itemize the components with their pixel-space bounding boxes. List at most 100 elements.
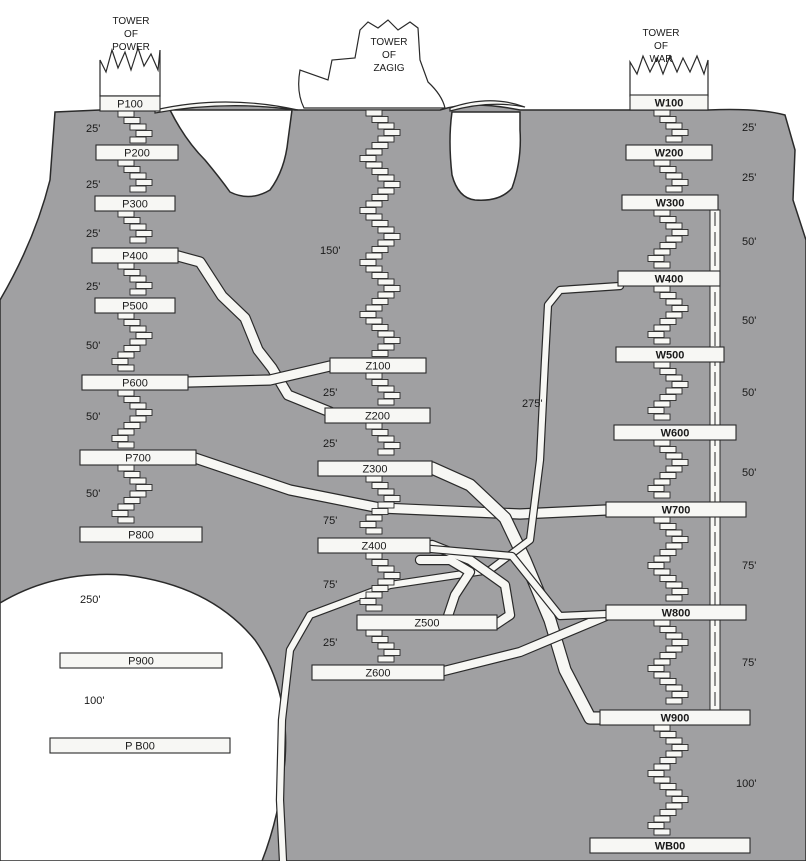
tunnel-z600-w800-fill [436,612,610,676]
distance-long-tunnel: 275' [522,398,542,410]
stairs-war-4 [647,285,689,345]
level-wb00-label: WB00 [655,841,686,853]
stairs-zagig-1 [365,372,401,406]
level-w600: W600 [613,424,737,441]
distance-w300-w400: 50' [742,236,756,248]
distance-w200-w300: 25' [742,172,756,184]
stairs-power-5 [111,312,153,372]
distance-p500-p600: 50' [86,340,100,352]
distance-p300-p400: 25' [86,228,100,240]
distance-z300-z400: 75' [323,515,337,527]
tower-of-zagig-title-line-2: OF [382,50,396,61]
tower-of-power-crown [99,46,161,97]
level-w300-label: W300 [656,198,685,210]
level-wb00: WB00 [589,837,751,854]
level-w900: W900 [599,709,751,726]
level-w300: W300 [621,194,719,211]
level-w400: W400 [617,270,721,287]
tower-of-war-crown [629,54,709,97]
distance-w500-w600: 50' [742,387,756,399]
stairs-power-2 [117,159,153,193]
distance-w800-w900: 75' [742,657,756,669]
level-p600: P600 [81,374,189,391]
surface-notch-left [168,109,293,198]
tunnel-p600-z100-fill [183,361,335,387]
stairs-war-6 [647,439,689,499]
level-w200-label: W200 [655,148,684,160]
level-w700: W700 [605,501,747,518]
level-z500-label: Z500 [414,618,439,630]
level-z400-label: Z400 [361,541,386,553]
level-pb00: P B00 [49,737,231,754]
distance-p600-p700: 50' [86,411,100,423]
tower-of-war-title-line-3: WAR [650,54,673,65]
level-p800-label: P800 [128,530,154,542]
distance-z400-z500: 75' [323,579,337,591]
level-z400: Z400 [317,537,431,554]
distance-p700-p800: 50' [86,488,100,500]
level-p400-label: P400 [122,251,148,263]
level-pb00-label: P B00 [125,741,155,753]
tower-of-war-title-line-1: TOWER [642,28,679,39]
level-p900-label: P900 [128,656,154,668]
level-w400-label: W400 [655,274,684,286]
stairs-zagig-4 [359,552,401,612]
tower-of-power-title-line-1: TOWER [112,16,149,27]
stairs-zagig-3 [359,475,401,535]
level-w600-label: W600 [661,428,690,440]
level-w700-label: W700 [662,505,691,517]
level-p300: P300 [94,195,176,212]
level-w100: W100 [629,94,709,111]
stairs-war-8 [647,619,689,705]
distance-w400-w500: 50' [742,315,756,327]
level-p600-label: P600 [122,378,148,390]
level-w200: W200 [625,144,713,161]
level-w800: W800 [605,604,747,621]
stairs-war-3 [647,209,689,269]
distance-w700-w800: 75' [742,560,756,572]
level-w500: W500 [615,346,725,363]
stairs-war-1 [653,109,689,143]
level-w900-label: W900 [661,713,690,725]
level-z600-label: Z600 [365,668,390,680]
level-z100: Z100 [329,357,427,374]
stairs-power-4 [117,262,153,296]
stairs-war-5 [647,361,689,421]
distance-surface-z100: 150' [320,245,340,257]
level-p200: P200 [95,144,179,161]
level-p300-label: P300 [122,199,148,211]
level-p500-label: P500 [122,301,148,313]
surface-bridge-zagig-war [449,100,526,112]
distance-p200-p300: 25' [86,179,100,191]
stairs-war-9 [647,724,689,836]
stairs-war-2 [653,159,689,193]
level-w500-label: W500 [656,350,685,362]
tower-of-power-title-line-2: OF [124,29,138,40]
stairs-zagig-5 [365,629,401,663]
tower-of-zagig-crown [298,19,446,109]
tower-of-zagig-title-line-3: ZAGIG [373,63,404,74]
level-z200: Z200 [324,407,431,424]
tower-of-war-title-line-2: OF [654,41,668,52]
level-w800-label: W800 [662,608,691,620]
distance-p400-p500: 25' [86,281,100,293]
level-p500: P500 [94,297,176,314]
distance-w100-w200: 25' [742,122,756,134]
level-w100-label: W100 [655,98,684,110]
distance-z500-z600: 25' [323,637,337,649]
tower-of-zagig-title-line-1: TOWER [370,37,407,48]
stairs-zagig-0 [359,109,401,357]
level-p900: P900 [59,652,223,669]
distance-p800-p900: 250' [80,594,100,606]
level-p700: P700 [79,449,197,466]
surface-bridge-power-zagig [154,101,299,114]
stairs-war-7 [647,516,689,602]
level-z500: Z500 [356,614,498,631]
distance-p100-p200: 25' [86,123,100,135]
level-z100-label: Z100 [365,361,390,373]
level-p200-label: P200 [124,148,150,160]
tunnel-z400-w800-fill [417,545,609,619]
level-z300: Z300 [317,460,433,477]
